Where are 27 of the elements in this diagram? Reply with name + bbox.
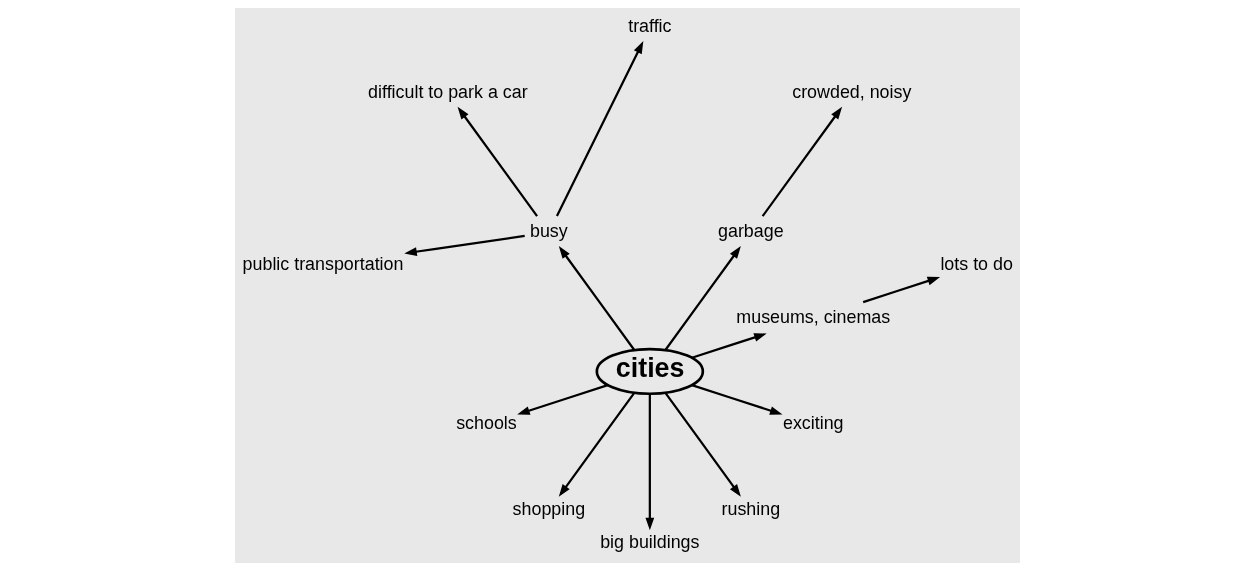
arrow: [555, 40, 643, 217]
node-text: public transportation: [242, 253, 403, 274]
arrow: [664, 392, 741, 497]
node-text: difficult to park a car: [367, 81, 528, 102]
node-text: garbage: [717, 220, 784, 241]
node-text: exciting: [782, 412, 844, 433]
arrow: [457, 106, 538, 217]
node-ellipse: cities: [595, 347, 704, 396]
arrow: [644, 393, 654, 531]
node-text: schools: [455, 412, 517, 433]
arrow: [862, 276, 940, 304]
node-text: museums, cinemas: [735, 306, 890, 327]
node-text: crowded, noisy: [791, 81, 911, 102]
arrow: [558, 246, 635, 351]
node-text: busy: [529, 220, 568, 241]
node-text: traffic: [627, 16, 672, 37]
node-text: big buildings: [599, 531, 699, 552]
node-text: rushing: [721, 498, 780, 519]
node-text: lots to do: [939, 253, 1013, 274]
arrow: [558, 392, 635, 497]
node-text: shopping: [512, 498, 585, 519]
arrow: [516, 384, 608, 415]
arrow: [664, 246, 741, 351]
arrow: [403, 234, 525, 256]
arrow: [761, 106, 842, 217]
arrow: [691, 384, 782, 415]
arrow: [691, 333, 767, 359]
